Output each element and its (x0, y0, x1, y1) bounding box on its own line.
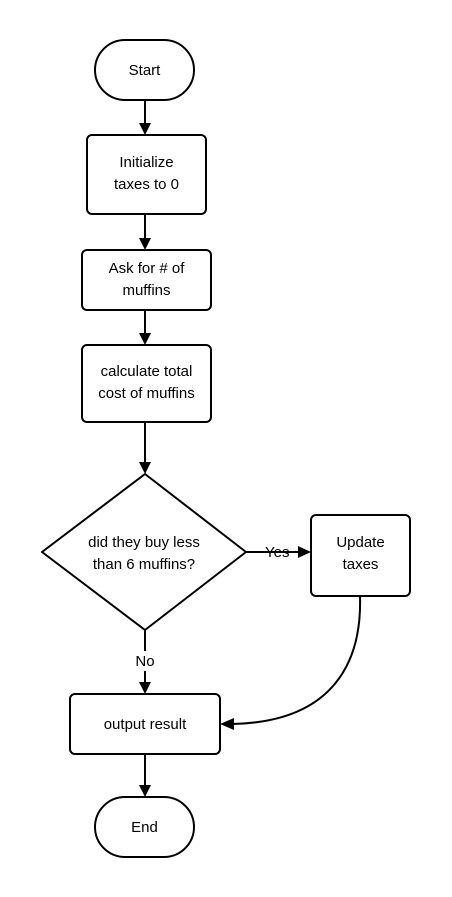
node-calc-label-line1: calculate total (101, 363, 193, 380)
node-update-label-line2: taxes (343, 556, 379, 573)
node-initialize-taxes: Initialize taxes to 0 (86, 134, 207, 215)
node-ask-label-line1: Ask for # of (109, 260, 186, 277)
node-end: End (94, 796, 195, 858)
node-update-taxes: Update taxes (310, 514, 411, 597)
node-decision-label-line1: did they buy less (88, 534, 200, 551)
node-initialize-label-line1: Initialize (119, 154, 173, 171)
edge-decision-to-update (246, 546, 311, 558)
edge-update-to-output (220, 595, 362, 730)
node-end-label: End (131, 819, 158, 836)
edge-label-yes: Yes (265, 544, 289, 561)
edge-label-no: No (135, 653, 154, 670)
edge-decision-to-output (139, 630, 151, 694)
node-output-label: output result (104, 716, 187, 733)
edge-init-to-ask (139, 214, 151, 250)
node-decision: did they buy less than 6 muffins? (41, 473, 247, 631)
node-start: Start (94, 39, 195, 101)
node-calc-label-line2: cost of muffins (98, 385, 194, 402)
node-update-label-line1: Update (336, 534, 384, 551)
node-ask-muffins: Ask for # of muffins (81, 249, 212, 311)
node-start-label: Start (129, 62, 162, 79)
edge-start-to-init (139, 100, 151, 135)
edge-calc-to-decision (139, 422, 151, 474)
node-calculate-cost: calculate total cost of muffins (81, 344, 212, 423)
node-decision-label-line2: than 6 muffins? (93, 556, 195, 573)
edge-output-to-end (139, 754, 151, 797)
edge-ask-to-calc (139, 310, 151, 345)
node-ask-label-line2: muffins (122, 282, 170, 299)
node-output-result: output result (69, 693, 221, 755)
node-initialize-label-line2: taxes to 0 (114, 176, 179, 193)
